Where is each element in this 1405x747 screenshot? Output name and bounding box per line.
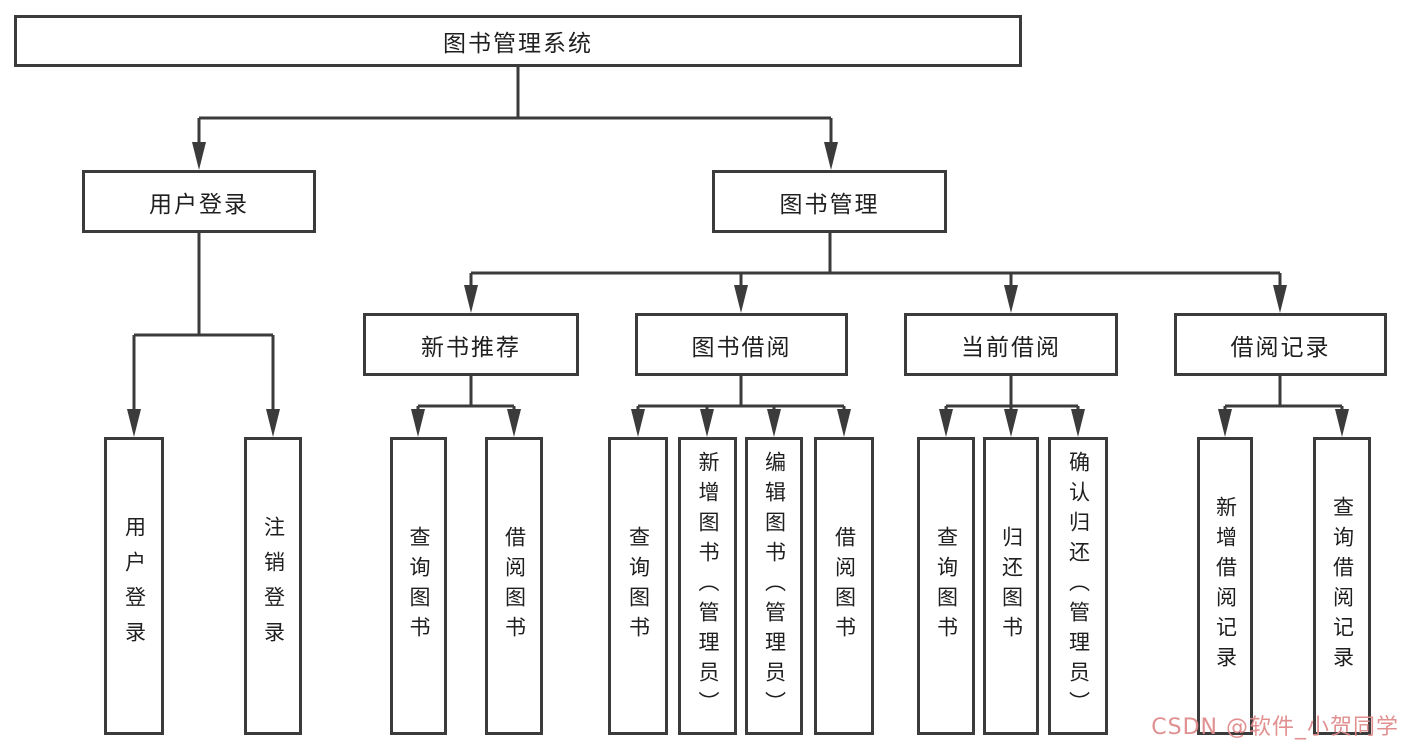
node-query-borrow-record-label: 查询借阅记录 — [1330, 496, 1355, 676]
connector-currentborrow-to-leaves — [944, 376, 1080, 414]
connector-newbook-to-leaves — [416, 376, 516, 414]
node-borrow-books-borrow-label: 借阅图书 — [832, 526, 857, 646]
arrow-to-add-borrow-record — [1218, 409, 1232, 437]
arrow-to-book-borrow — [734, 285, 748, 313]
node-root-label: 图书管理系统 — [443, 31, 593, 57]
arrow-to-confirm-return — [1071, 409, 1085, 437]
node-query-books-new: 查询图书 — [390, 437, 447, 735]
node-add-borrow-record: 新增借阅记录 — [1197, 437, 1253, 735]
arrow-to-edit-books-admin — [767, 409, 781, 437]
node-logout-label: 注销登录 — [261, 516, 286, 656]
node-logout: 注销登录 — [244, 437, 302, 735]
arrow-to-return-books — [1004, 409, 1018, 437]
node-confirm-return-admin: 确认归还（管理员） — [1048, 437, 1108, 735]
node-borrow-books-borrow: 借阅图书 — [814, 437, 874, 735]
arrow-to-user-login — [192, 142, 206, 170]
node-confirm-return-admin-label: 确认归还（管理员） — [1066, 451, 1091, 721]
node-add-books-admin: 新增图书（管理员） — [678, 437, 737, 735]
node-edit-books-admin-label: 编辑图书（管理员） — [762, 451, 787, 721]
node-root: 图书管理系统 — [14, 15, 1022, 67]
node-new-book-recommend: 新书推荐 — [363, 313, 579, 376]
node-return-books: 归还图书 — [983, 437, 1039, 735]
node-query-books-borrow: 查询图书 — [608, 437, 668, 735]
arrow-to-logout — [266, 409, 280, 437]
node-query-books-borrow-label: 查询图书 — [626, 526, 651, 646]
arrow-to-borrow-books-new — [507, 409, 521, 437]
node-edit-books-admin: 编辑图书（管理员） — [745, 437, 803, 735]
node-query-books-current: 查询图书 — [917, 437, 975, 735]
node-borrow-records: 借阅记录 — [1174, 313, 1387, 376]
node-borrow-books-new: 借阅图书 — [485, 437, 543, 735]
node-user-login-label: 用户登录 — [149, 191, 249, 218]
node-add-borrow-record-label: 新增借阅记录 — [1213, 496, 1238, 676]
node-user-login: 用户登录 — [82, 170, 316, 233]
node-query-borrow-record: 查询借阅记录 — [1313, 437, 1371, 735]
connector-records-to-leaves — [1223, 376, 1344, 414]
connector-userlogin-to-leaves — [132, 233, 275, 414]
node-add-books-admin-label: 新增图书（管理员） — [696, 451, 720, 721]
node-borrow-books-new-label: 借阅图书 — [502, 526, 527, 646]
node-query-books-new-label: 查询图书 — [407, 526, 431, 646]
arrow-to-book-management — [824, 142, 838, 170]
arrow-to-current-borrow — [1004, 285, 1018, 313]
arrowheads — [127, 142, 1349, 437]
connector-bookborrow-to-leaves — [636, 376, 846, 414]
node-current-borrowing: 当前借阅 — [904, 313, 1118, 376]
arrow-to-user-login-leaf — [127, 409, 141, 437]
arrow-to-borrow-books-borrow — [837, 409, 851, 437]
node-query-books-current-label: 查询图书 — [934, 526, 959, 646]
arrow-to-new-book — [464, 285, 478, 313]
arrow-to-query-books-borrow — [631, 409, 645, 437]
node-book-management: 图书管理 — [712, 170, 947, 233]
arrow-to-query-books-new — [411, 409, 425, 437]
arrow-to-query-borrow-record — [1335, 409, 1349, 437]
node-user-login-leaf: 用户登录 — [104, 437, 164, 735]
node-return-books-label: 归还图书 — [999, 526, 1024, 646]
arrow-to-query-books-current — [939, 409, 953, 437]
node-book-borrowing-label: 图书借阅 — [691, 334, 792, 361]
node-borrow-records-label: 借阅记录 — [1230, 334, 1331, 361]
node-book-management-label: 图书管理 — [779, 191, 880, 218]
node-new-book-recommend-label: 新书推荐 — [421, 334, 521, 361]
node-book-borrowing: 图书借阅 — [635, 313, 848, 376]
node-user-login-leaf-label: 用户登录 — [122, 516, 147, 656]
connector-root-to-level2 — [197, 67, 833, 147]
arrow-to-borrow-records — [1273, 285, 1287, 313]
connector-bookmgmt-to-level3 — [469, 233, 1282, 290]
arrow-to-add-books-admin — [700, 409, 714, 437]
node-current-borrowing-label: 当前借阅 — [961, 334, 1061, 361]
